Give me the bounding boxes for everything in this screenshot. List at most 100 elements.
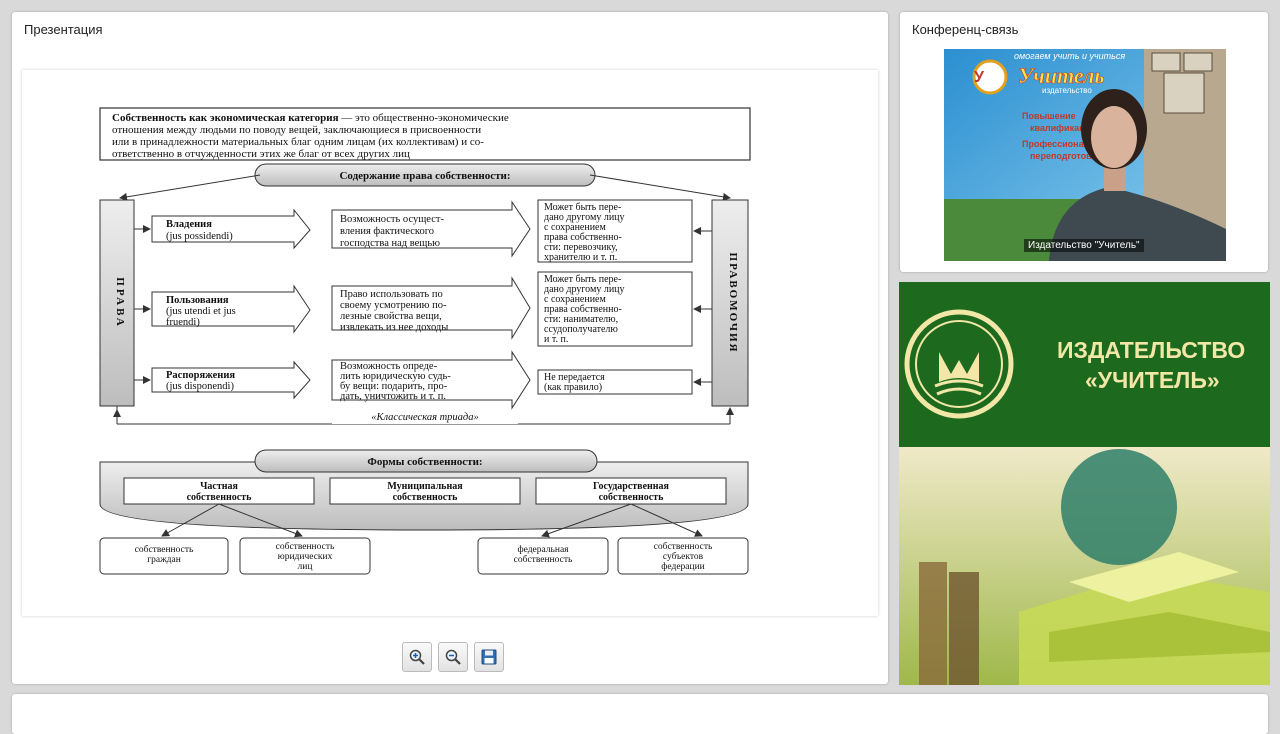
banner-item-2: квалификации [1030,123,1096,133]
svg-text:лить юридическую судь-: лить юридическую судь- [340,371,451,382]
svg-text:Частная: Частная [200,481,238,492]
svg-text:У: У [974,69,985,86]
powers-label: ПРАВОМОЧИЯ [727,253,739,354]
row3-description-box [331,350,531,410]
svg-text:Право использовать по: Право использовать по [340,289,443,300]
svg-text:граждан: граждан [147,555,181,565]
row1-description-box [331,200,531,258]
svg-text:Может быть пере-: Может быть пере- [544,274,621,285]
svg-text:Может быть пере-: Может быть пере- [544,202,621,213]
video-feed[interactable]: У омогаем учить и учиться Учитель издате… [944,49,1226,261]
svg-text:господства над вещью: господства над вещью [340,238,440,249]
rights-label: ПРАВА [114,277,126,328]
svg-text:fruendi): fruendi) [166,317,200,328]
triad-label: «Классическая триада» [371,412,479,423]
row1-right-latin: (jus possidendi) [166,231,233,242]
svg-text:собственность: собственность [599,492,665,503]
banner-item-3: Профессиональная [1022,139,1111,149]
row3-right-arrow-box [151,360,311,400]
svg-text:Не передается: Не передается [544,372,605,383]
svg-text:лиц: лиц [298,562,313,572]
save-button[interactable] [474,642,504,672]
svg-text:сти: перевозчику,: сти: перевозчику, [544,242,618,253]
publisher-banner[interactable]: ИЗДАТЕЛЬСТВО «УЧИТЕЛЬ» [899,282,1270,685]
svg-text:субъектов: субъектов [663,551,704,562]
svg-text:дано другому лицу: дано другому лицу [544,284,625,295]
video-frame: У омогаем учить и учиться Учитель издате… [944,49,1226,261]
definition-line-2: отношения между людьми по поводу вещей, … [112,124,481,136]
property-diagram: Собственность как экономическая категори… [99,107,751,575]
svg-text:собственность: собственность [654,541,713,552]
row2-description-box [331,276,531,340]
zoom-out-button[interactable] [438,642,468,672]
svg-text:собственность: собственность [187,492,253,503]
svg-text:извлекать из нее доходы: извлекать из нее доходы [340,322,448,333]
definition-box [99,107,751,161]
row1-right-arrow-box [151,208,311,250]
banner-slogan: омогаем учить и учиться [1014,51,1125,61]
definition-line-1: Собственность как экономическая категори… [112,112,509,124]
row2-right-title: Пользования [166,295,229,306]
subform-citizens [99,537,229,575]
svg-text:дать, уничтожить и т. п.: дать, уничтожить и т. п. [340,391,446,402]
svg-text:федеральная: федеральная [517,544,569,555]
content-header-pill [254,163,596,187]
svg-text:ссудополучателю: ссудополучателю [544,324,618,335]
banner-item-1: Повышение [1022,111,1076,121]
publisher-banner-art: ИЗДАТЕЛЬСТВО «УЧИТЕЛЬ» [899,282,1270,685]
forms-header: Формы собственности: [367,456,482,468]
zoom-in-button[interactable] [402,642,432,672]
svg-text:права собственно-: права собственно- [544,304,622,315]
form-municipal [329,477,521,505]
svg-text:(jus utendi et jus: (jus utendi et jus [166,306,236,317]
presentation-title: Презентация [24,22,103,37]
presentation-panel: Презентация Собственность как экономичес… [12,12,888,684]
bottom-panel [12,694,1268,734]
form-private [123,477,315,505]
svg-text:с сохранением: с сохранением [544,294,606,305]
rights-bar [99,199,135,407]
svg-text:хранителю и т. п.: хранителю и т. п. [544,252,617,263]
svg-text:дано другому лицу: дано другому лицу [544,212,625,223]
svg-text:права собственно-: права собственно- [544,232,622,243]
speaker-label: Издательство "Учитель" [1024,239,1144,252]
banner-item-4: переподготовка [1030,151,1102,161]
slide-toolbar [402,642,504,672]
conference-title: Конференц-связь [912,22,1019,37]
subform-federation-subjects [617,537,749,575]
subform-legal-entities [239,537,371,575]
publisher-name-line2: «УЧИТЕЛЬ» [1085,367,1220,393]
row3-right-title: Распоряжения [166,370,235,381]
floppy-disk-icon [481,649,497,665]
svg-text:Возможность осущест-: Возможность осущест- [340,214,444,225]
row3-transfer-box [537,369,693,395]
banner-brand: Учитель [1018,63,1104,88]
zoom-out-icon [445,649,461,665]
svg-text:Муниципальная: Муниципальная [387,481,463,492]
svg-text:собственность: собственность [393,492,459,503]
row2-right-arrow-box [151,284,311,334]
svg-text:бу вещи: подарить, про-: бу вещи: подарить, про- [340,381,448,392]
row1-transfer-box [537,199,693,263]
svg-text:лезные свойства вещи,: лезные свойства вещи, [340,311,442,322]
powers-bar [711,199,749,407]
svg-text:(как правило): (как правило) [544,382,602,393]
publisher-name-line1: ИЗДАТЕЛЬСТВО [1057,337,1245,363]
forms-header-pill [254,449,598,473]
definition-line-4: ответственно в отчужденности этих же бла… [112,148,410,160]
svg-text:собственность: собственность [514,554,573,565]
form-state [535,477,727,505]
svg-text:Государственная: Государственная [593,481,669,492]
svg-text:(jus disponendi): (jus disponendi) [166,381,234,392]
svg-text:юридических: юридических [278,552,333,562]
svg-text:федерации: федерации [661,561,705,572]
svg-text:и т. п.: и т. п. [544,334,568,345]
content-header: Содержание права собственности: [339,170,510,182]
svg-text:вления фактического: вления фактического [340,226,434,237]
svg-text:сти: нанимателю,: сти: нанимателю, [544,314,618,325]
banner-subtitle: издательство [1042,86,1092,95]
row1-right-title: Владения [166,219,212,230]
svg-text:собственность: собственность [276,541,335,552]
svg-text:собственность: собственность [135,544,194,555]
svg-text:своему усмотрению по-: своему усмотрению по- [340,300,447,311]
